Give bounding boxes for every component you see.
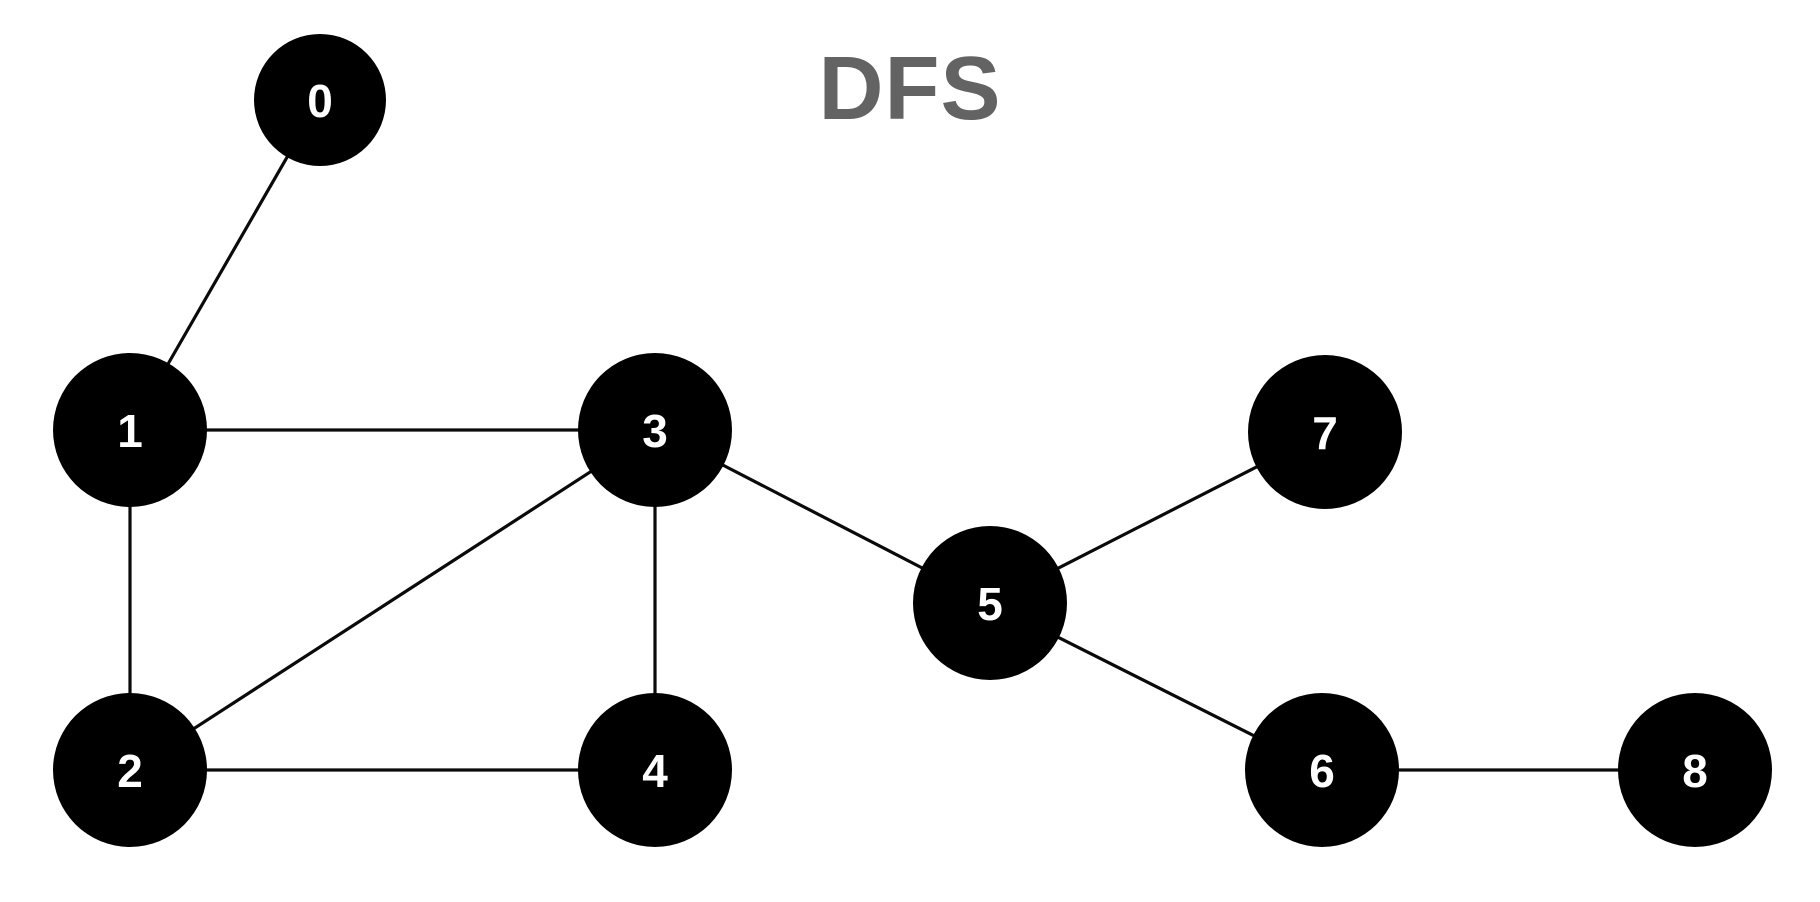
graph-node-label-4: 4: [642, 745, 668, 797]
graph-node-label-5: 5: [977, 578, 1003, 630]
graph-node-label-0: 0: [307, 75, 333, 127]
graph-node-2[interactable]: 2: [53, 693, 207, 847]
graph-node-6[interactable]: 6: [1245, 693, 1399, 847]
graph-node-circle-2[interactable]: [53, 693, 207, 847]
graph-node-circle-1[interactable]: [53, 353, 207, 507]
graph-node-circle-5[interactable]: [913, 526, 1067, 680]
graph-node-circle-0[interactable]: [254, 34, 386, 166]
node-layer: 0 1 2 3 4 5 6 7 8: [53, 34, 1772, 847]
graph-node-label-2: 2: [117, 745, 143, 797]
page-title: DFS: [818, 39, 1002, 139]
graph-node-1[interactable]: 1: [53, 353, 207, 507]
graph-edge-3-5: [719, 462, 926, 571]
graph-node-3[interactable]: 3: [578, 353, 732, 507]
graph-node-circle-4[interactable]: [578, 693, 732, 847]
edge-layer: [128, 152, 1622, 772]
graph-node-7[interactable]: 7: [1248, 355, 1402, 509]
graph-node-label-6: 6: [1309, 745, 1335, 797]
graph-node-circle-8[interactable]: [1618, 693, 1772, 847]
graph-edge-5-7: [1054, 463, 1261, 572]
graph-node-5[interactable]: 5: [913, 526, 1067, 680]
graph-edge-0-1: [165, 152, 291, 368]
graph-edge-5-6: [1054, 634, 1258, 739]
graph-edge-2-3: [190, 468, 595, 732]
graph-node-8[interactable]: 8: [1618, 693, 1772, 847]
graph-node-label-8: 8: [1682, 745, 1708, 797]
graph-node-label-3: 3: [642, 405, 668, 457]
graph-node-circle-6[interactable]: [1245, 693, 1399, 847]
graph-node-label-1: 1: [117, 405, 143, 457]
graph-node-label-7: 7: [1312, 407, 1338, 459]
graph-node-0[interactable]: 0: [254, 34, 386, 166]
graph-node-circle-7[interactable]: [1248, 355, 1402, 509]
graph-node-circle-3[interactable]: [578, 353, 732, 507]
graph-node-4[interactable]: 4: [578, 693, 732, 847]
